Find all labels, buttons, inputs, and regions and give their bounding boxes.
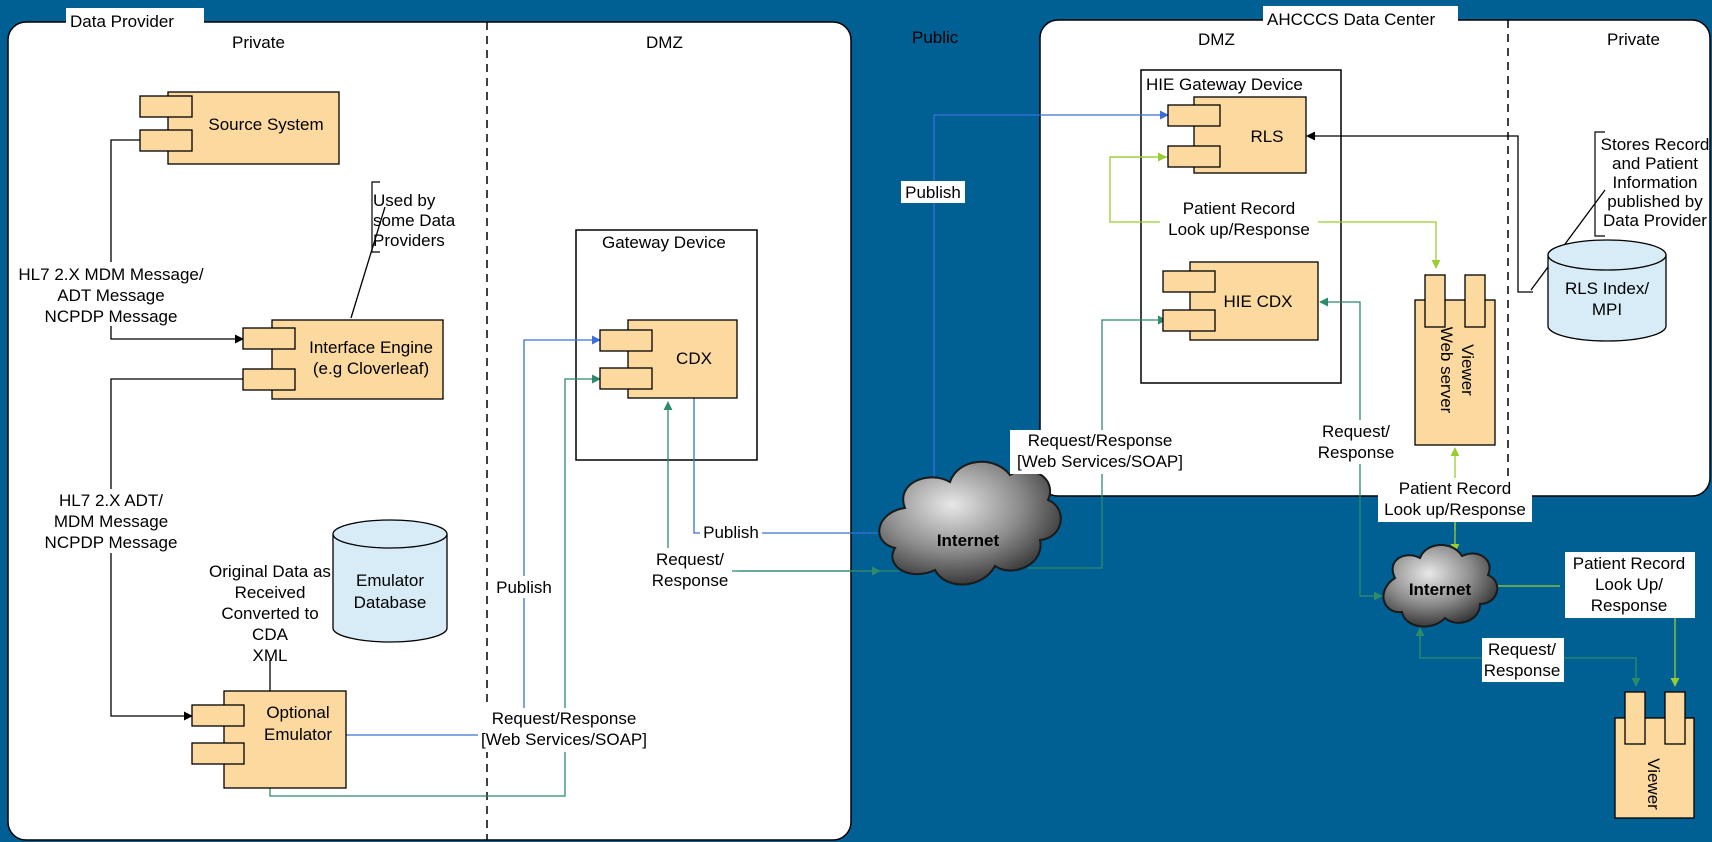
viewer-component[interactable]: Viewer xyxy=(1614,691,1695,819)
viewer-label: Viewer xyxy=(1644,758,1663,810)
emulator-database[interactable]: Emulator Database xyxy=(332,519,448,643)
original-data-note: Original Data as Received Converted to C… xyxy=(209,562,331,665)
patient-record-lower-line-1: Patient Record xyxy=(1399,479,1511,498)
source-system-label: Source System xyxy=(208,115,323,134)
stores-record-note: Stores Record and Patient Information pu… xyxy=(1594,131,1710,237)
public-zone-label: Public xyxy=(912,28,959,47)
used-by-line-3: Providers xyxy=(373,231,445,250)
optional-emulator-component[interactable]: Optional Emulator xyxy=(191,690,347,789)
internet-small-label: Internet xyxy=(1409,580,1472,599)
data-center-title: AHCCCS Data Center xyxy=(1267,10,1436,29)
provider-dmz-label: DMZ xyxy=(646,33,683,52)
patient-record-upper-line-1: Patient Record xyxy=(1183,199,1295,218)
viewer-web-server-label-2: Web server xyxy=(1437,327,1456,414)
hie-cdx-label: HIE CDX xyxy=(1224,292,1293,311)
stores-record-line-4: published by xyxy=(1607,192,1703,211)
data-provider-panel: Data Provider Private DMZ xyxy=(7,8,852,841)
internet-cloud-main[interactable]: Internet xyxy=(878,460,1062,586)
hl7-mdm-line-2: ADT Message xyxy=(57,286,164,305)
original-data-line-2: Received xyxy=(235,583,306,602)
interface-engine-label-1: Interface Engine xyxy=(309,338,433,357)
data-provider-title: Data Provider xyxy=(70,12,174,31)
original-data-line-5: XML xyxy=(253,646,288,665)
hie-gateway-device-label: HIE Gateway Device xyxy=(1146,75,1303,94)
datacenter-private-label: Private xyxy=(1607,30,1660,49)
original-data-line-4: CDA xyxy=(252,625,289,644)
req-resp-viewer-line-1: Request/ xyxy=(1488,640,1556,659)
rls-index-label-1: RLS Index/ xyxy=(1565,279,1649,298)
interface-engine-label-2: (e.g Cloverleaf) xyxy=(313,359,429,378)
emulator-database-label-2: Database xyxy=(354,593,427,612)
viewer-web-server-label-1: Viewer xyxy=(1458,344,1477,396)
edge-labels: HL7 2.X MDM Message/ ADT Message NCPDP M… xyxy=(14,181,1695,752)
patient-record-right-line-2: Look Up/ xyxy=(1595,575,1663,594)
rls-index-database[interactable]: RLS Index/ MPI xyxy=(1547,239,1667,342)
internet-cloud-small[interactable]: Internet xyxy=(1382,544,1499,628)
req-resp-hie-line-2: Response xyxy=(1318,443,1395,462)
optional-emulator-label-2: Emulator xyxy=(264,725,332,744)
req-resp-ws-right-line-2: [Web Services/SOAP] xyxy=(1017,452,1183,471)
stores-record-line-3: Information xyxy=(1612,173,1697,192)
optional-emulator-label-1: Optional xyxy=(266,703,329,722)
interface-engine-component[interactable]: Interface Engine (e.g Cloverleaf) xyxy=(242,319,444,400)
gateway-device-label: Gateway Device xyxy=(602,233,726,252)
used-by-line-1: Used by xyxy=(373,191,436,210)
hl7-mdm-line-1: HL7 2.X MDM Message/ xyxy=(18,265,203,284)
req-resp-dmz-line-1: Request/ xyxy=(656,550,724,569)
cdx-component[interactable]: CDX xyxy=(599,319,738,399)
hl7-mdm-line-3: NCPDP Message xyxy=(45,307,178,326)
hie-cdx-component[interactable]: HIE CDX xyxy=(1162,261,1319,341)
rls-component[interactable]: RLS xyxy=(1167,96,1307,174)
viewer-web-server-component[interactable]: Viewer Web server xyxy=(1414,274,1496,446)
patient-record-right-line-1: Patient Record xyxy=(1573,554,1685,573)
emulator-database-label-1: Emulator xyxy=(356,571,424,590)
stores-record-line-1: Stores Record xyxy=(1601,135,1710,154)
stores-record-line-2: and Patient xyxy=(1612,154,1698,173)
cdx-label: CDX xyxy=(676,349,712,368)
hl7-adt-line-3: NCPDP Message xyxy=(45,533,178,552)
req-resp-viewer-line-2: Response xyxy=(1484,661,1561,680)
req-resp-dmz-line-2: Response xyxy=(652,571,729,590)
used-by-note: Used by some Data Providers xyxy=(371,181,456,253)
original-data-line-1: Original Data as xyxy=(209,562,331,581)
used-by-line-2: some Data xyxy=(373,211,456,230)
rls-index-label-2: MPI xyxy=(1592,300,1622,319)
internet-main-label: Internet xyxy=(937,531,1000,550)
rls-label: RLS xyxy=(1250,127,1283,146)
source-system-component[interactable]: Source System xyxy=(139,91,340,165)
publish-dmz-label: Publish xyxy=(703,523,759,542)
datacenter-dmz-label: DMZ xyxy=(1198,30,1235,49)
publish-public-label: Publish xyxy=(905,183,961,202)
patient-record-upper-line-2: Look up/Response xyxy=(1168,220,1310,239)
patient-record-lower-line-2: Look up/Response xyxy=(1384,500,1526,519)
publish-left-label: Publish xyxy=(496,578,552,597)
req-resp-ws-left-line-1: Request/Response xyxy=(492,709,637,728)
hl7-adt-line-1: HL7 2.X ADT/ xyxy=(59,491,163,510)
patient-record-right-line-3: Response xyxy=(1591,596,1668,615)
hl7-adt-line-2: MDM Message xyxy=(54,512,168,531)
req-resp-ws-right-line-1: Request/Response xyxy=(1028,431,1173,450)
provider-private-label: Private xyxy=(232,33,285,52)
stores-record-line-5: Data Provider xyxy=(1603,211,1707,230)
req-resp-hie-line-1: Request/ xyxy=(1322,422,1390,441)
original-data-line-3: Converted to xyxy=(221,604,318,623)
req-resp-ws-left-line-2: [Web Services/SOAP] xyxy=(481,730,647,749)
